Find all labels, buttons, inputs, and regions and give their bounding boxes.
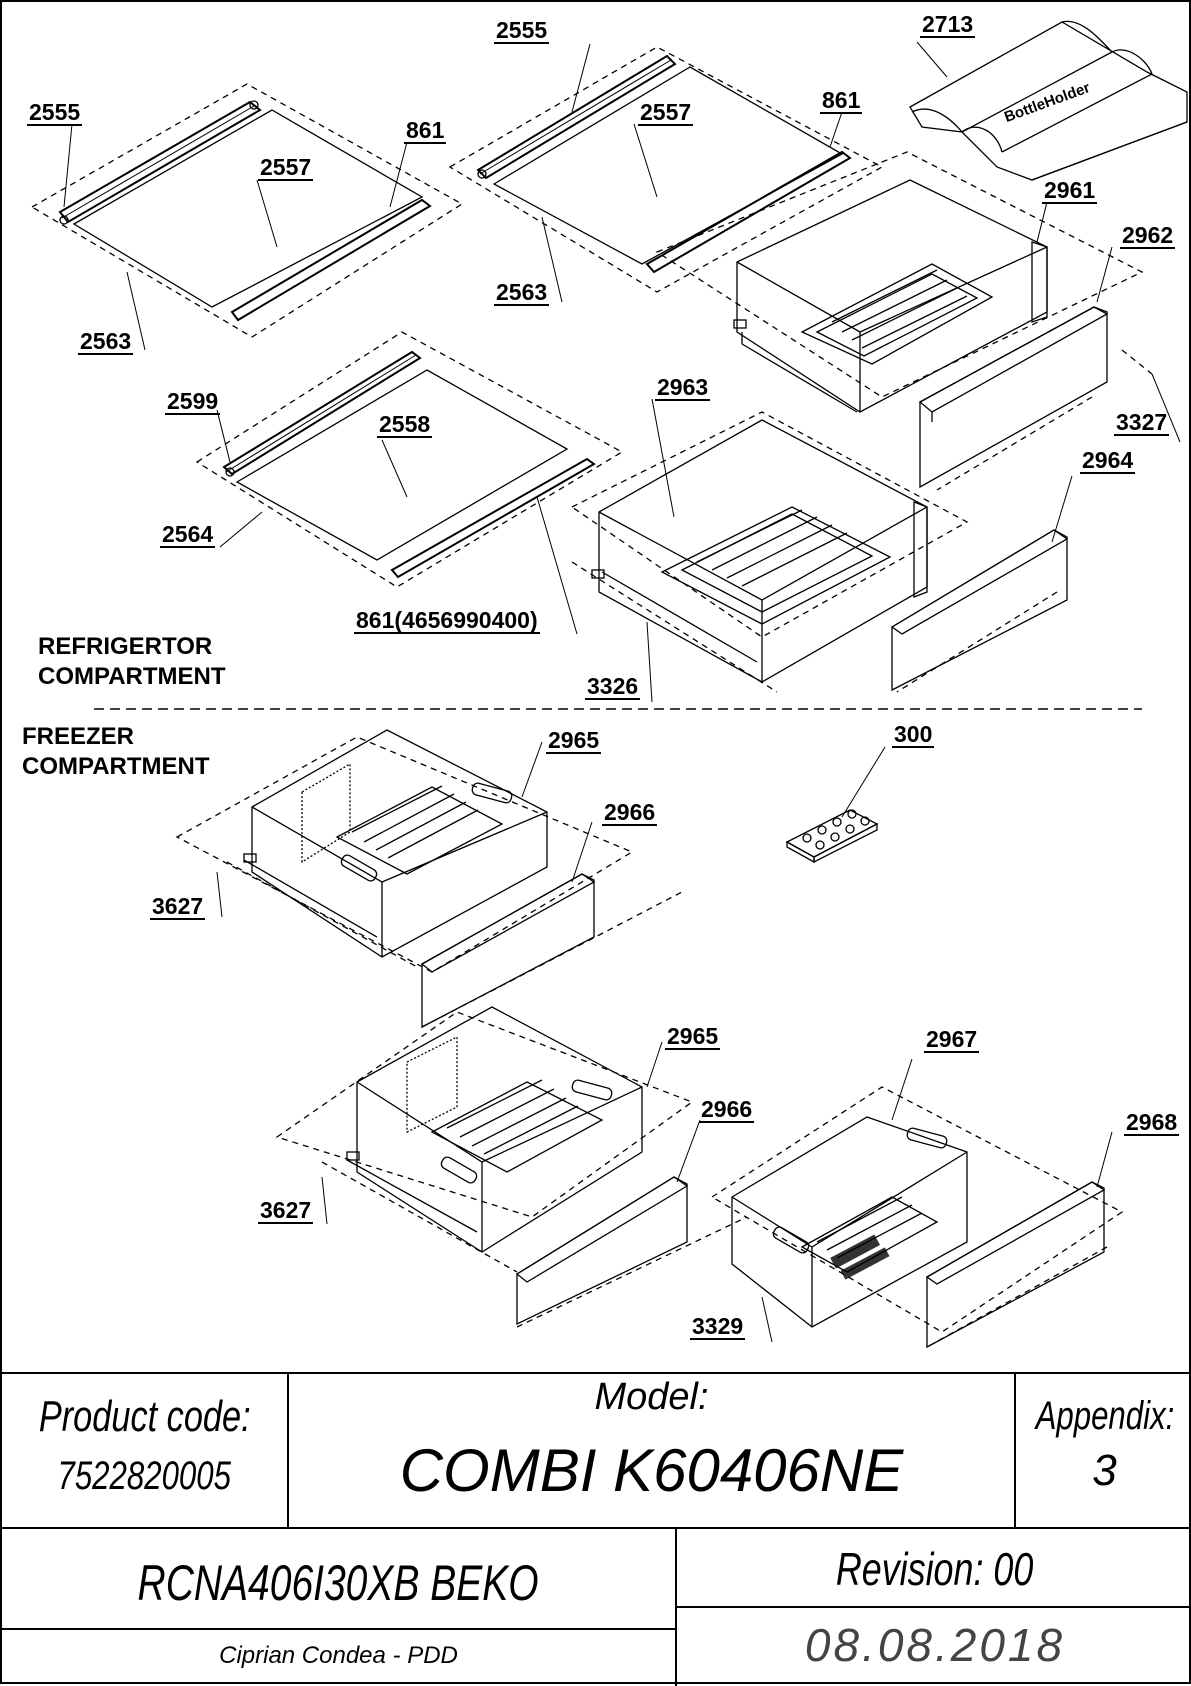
part-label: 2599 xyxy=(165,388,221,415)
refrigerator-caption-line1: REFRIGERTOR xyxy=(38,633,213,660)
part-label: 861(4656990400) xyxy=(354,607,540,634)
crisper-drawer-2961 xyxy=(655,151,1144,413)
product-code: 7522820005 xyxy=(57,1454,232,1498)
part-label: 2558 xyxy=(377,411,433,438)
product-name-cell: RCNA406I30XB BEKO xyxy=(2,1554,675,1612)
product-code-label: Product code: xyxy=(38,1392,251,1441)
product-code-label-cell: Product code: xyxy=(2,1392,287,1442)
title-block-divider xyxy=(287,1372,289,1528)
part-label: 3327 xyxy=(1114,409,1170,436)
revision: Revision: 00 xyxy=(836,1543,1034,1595)
appendix-cell: 3 xyxy=(1016,1446,1191,1496)
appendix-label: Appendix: xyxy=(1035,1394,1175,1438)
part-label: 2962 xyxy=(1120,222,1176,249)
model-name: COMBI K60406NE xyxy=(399,1437,904,1504)
title-block-divider xyxy=(2,1527,1191,1529)
part-label: 2965 xyxy=(546,727,602,754)
part-label: 3627 xyxy=(150,893,206,920)
drawer-front-2964 xyxy=(890,529,1069,692)
refrigerator-caption: REFRIGERTOR COMPARTMENT xyxy=(38,632,226,692)
part-label: 2964 xyxy=(1080,447,1136,474)
revision-cell: Revision: 00 xyxy=(677,1542,1191,1596)
freezer-front-upper xyxy=(420,873,596,1029)
part-label: 2968 xyxy=(1124,1109,1180,1136)
freezer-drawer-upper xyxy=(175,729,634,973)
freezer-front-lower xyxy=(925,1181,1106,1349)
author: Ciprian Condea - PDD xyxy=(219,1642,458,1669)
part-label: 2557 xyxy=(258,154,314,181)
glass-shelf-a xyxy=(30,83,464,338)
part-label: 3326 xyxy=(585,673,641,700)
drawer-front-2962 xyxy=(918,306,1109,489)
freezer-caption-line1: FREEZER xyxy=(22,723,135,750)
freezer-front-middle xyxy=(515,1176,689,1326)
product-code-cell: 7522820005 xyxy=(2,1454,287,1499)
glass-shelf-b xyxy=(448,46,884,293)
part-label: 2555 xyxy=(27,99,83,126)
part-label: 2967 xyxy=(924,1026,980,1053)
appendix-label-cell: Appendix: xyxy=(1016,1394,1191,1439)
freezer-caption: FREEZER COMPARTMENT xyxy=(22,722,210,782)
part-label: 2557 xyxy=(638,99,694,126)
product-name: RCNA406I30XB BEKO xyxy=(137,1555,540,1611)
parts-illustration xyxy=(30,20,1188,1349)
appendix-number: 3 xyxy=(1092,1446,1117,1495)
part-label: 2713 xyxy=(920,11,976,38)
title-block-divider xyxy=(675,1606,1191,1608)
part-label: 2966 xyxy=(602,799,658,826)
freezer-drawer-lower xyxy=(710,1086,1124,1333)
exploded-parts-drawing: BottleHolder 2555 2557 861 2563 2555 255… xyxy=(2,2,1191,1372)
part-label: 2963 xyxy=(655,374,711,401)
part-label: 2966 xyxy=(699,1096,755,1123)
date-cell: 08.08.2018 xyxy=(677,1618,1191,1672)
freezer-caption-line2: COMPARTMENT xyxy=(22,753,210,780)
author-cell: Ciprian Condea - PDD xyxy=(2,1642,675,1670)
bottle-holder-2713 xyxy=(909,20,1188,181)
model-label-cell: Model: xyxy=(289,1376,1014,1419)
crisper-drawer-2963 xyxy=(570,411,969,683)
leader-lines xyxy=(63,41,1181,1343)
title-block-divider xyxy=(2,1628,675,1630)
part-label: 2965 xyxy=(665,1023,721,1050)
title-block-border xyxy=(2,1372,1191,1374)
part-label: 2555 xyxy=(494,17,550,44)
part-label: 2563 xyxy=(494,279,550,306)
part-label: 2563 xyxy=(78,328,134,355)
part-label: 861 xyxy=(404,117,447,144)
freezer-drawer-middle xyxy=(275,1006,694,1253)
part-label: 3627 xyxy=(258,1197,314,1224)
part-label: 861 xyxy=(820,87,863,114)
refrigerator-caption-line2: COMPARTMENT xyxy=(38,663,226,690)
part-label: 2564 xyxy=(160,521,216,548)
date: 08.08.2018 xyxy=(804,1619,1066,1671)
part-label: 3329 xyxy=(690,1313,746,1340)
ice-tray-300 xyxy=(785,809,879,864)
part-label: 300 xyxy=(892,721,935,748)
glass-shelf-c xyxy=(195,331,624,588)
title-block-divider xyxy=(1014,1372,1016,1528)
part-label: 2961 xyxy=(1042,177,1098,204)
model-cell: COMBI K60406NE xyxy=(289,1436,1014,1505)
model-label: Model: xyxy=(594,1376,709,1418)
